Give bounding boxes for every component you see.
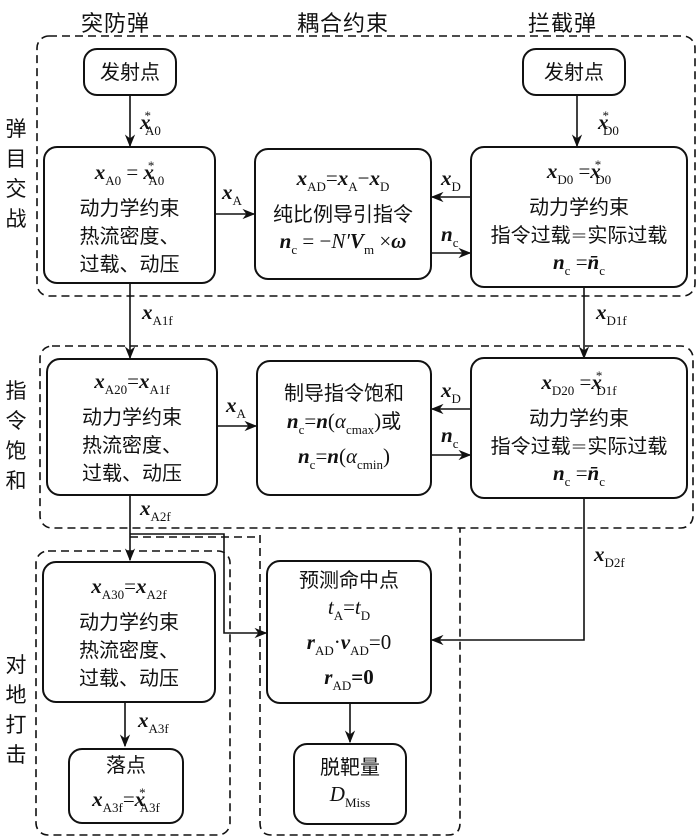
- group-saturation: [39, 345, 694, 529]
- edge-label-xA-1: xA: [222, 180, 242, 208]
- relative-state-eq: xAD=xA−xD: [296, 166, 390, 194]
- stage-char: 交: [5, 177, 27, 201]
- saturation-title: 制导指令饱和: [284, 380, 404, 405]
- stage-char: 令: [5, 409, 27, 433]
- column-title-interceptor: 拦截弹: [528, 12, 598, 37]
- node-attacker-stage2: xA20=xA1f 动力学约束 热流密度、 过载、动压: [46, 358, 218, 496]
- stage-char: 弹: [5, 117, 27, 141]
- pn-command-eq: nc = −N′Vm ×ω: [279, 229, 407, 257]
- node-title: 发射点: [544, 60, 604, 84]
- edge-label-nc-1: nc: [441, 222, 459, 250]
- edge-label-xD1f: xD1f: [596, 300, 627, 328]
- stage-char: 对: [5, 653, 27, 677]
- edge-label-xD0-star: x*D0: [598, 108, 619, 138]
- stage-char: 目: [5, 147, 27, 171]
- saturation-min-eq: nc=n(αcmin): [297, 443, 391, 472]
- node-coupling-command-saturation: 制导指令饱和 nc=n(αcmax)或 nc=n(αcmin): [256, 360, 432, 496]
- edge-d2-to-predicted-hit: [430, 498, 585, 646]
- stage-char: 战: [5, 207, 27, 231]
- stage-char: 饱: [5, 439, 27, 463]
- edge-label-xD-1: xD: [441, 166, 461, 194]
- node-title: 预测命中点: [299, 567, 399, 592]
- time-match-eq: tA=tD: [327, 594, 371, 623]
- miss-distance-symbol: DMiss: [329, 781, 371, 810]
- edge-label-xA2f: xA2f: [140, 496, 171, 524]
- node-attacker-launch-point: 发射点: [83, 48, 177, 96]
- terminal-condition-eq: xA3f=x*A3f: [92, 785, 160, 815]
- node-coupling-pn-guidance: xAD=xA−xD 纯比例导引指令 nc = −N′Vm ×ω: [254, 148, 432, 280]
- edge-label-xA-2: xA: [226, 393, 246, 421]
- initial-condition-eq: xA20=xA1f: [94, 368, 170, 397]
- node-title: 发射点: [100, 60, 160, 84]
- overload-eq: nc =n̄c: [552, 249, 606, 278]
- node-predicted-hit-point: 预测命中点 tA=tD rAD·vAD=0 rAD=0: [266, 560, 432, 704]
- stage-label-saturation: 指 令 饱 和: [4, 376, 28, 496]
- edge-label-xD-2: xD: [441, 378, 461, 406]
- zero-distance-eq: rAD=0: [324, 664, 374, 693]
- constraint-text: 动力学约束: [79, 609, 179, 634]
- saturation-max-eq: nc=n(αcmax)或: [286, 408, 402, 437]
- overload-eq: nc =n̄c: [552, 460, 606, 489]
- node-title: 脱靶量: [320, 754, 380, 779]
- constraint-text: 过载、动压: [82, 460, 182, 485]
- constraint-text: 动力学约束: [79, 196, 180, 220]
- edge-label-xA1f: xA1f: [142, 300, 173, 328]
- stage-char: 和: [5, 469, 27, 493]
- constraint-text: 动力学约束: [82, 404, 182, 429]
- stage-label-engagement: 弹 目 交 战: [4, 114, 28, 234]
- initial-condition-eq: xA0 = x*A0: [94, 158, 165, 188]
- node-interceptor-launch-point: 发射点: [522, 48, 626, 96]
- constraint-text: 热流密度、: [79, 637, 179, 662]
- stage-char: 地: [5, 683, 27, 707]
- node-impact-point: 落点 xA3f=x*A3f: [68, 748, 184, 824]
- edge-label-xD2f: xD2f: [594, 542, 625, 570]
- constraint-text: 动力学约束: [529, 405, 629, 430]
- guidance-law-text: 纯比例导引指令: [273, 202, 413, 226]
- column-title-coupling: 耦合约束: [297, 12, 390, 37]
- node-attacker-stage3: xA30=xA2f 动力学约束 热流密度、 过载、动压: [42, 561, 216, 703]
- initial-condition-eq: xD0 =x*D0: [546, 156, 612, 187]
- node-attacker-stage1: xA0 = x*A0 动力学约束 热流密度、 过载、动压: [43, 146, 216, 284]
- initial-condition-eq: xD20 =x*D1f: [541, 367, 617, 398]
- constraint-text: 指令过载=实际过载: [490, 222, 668, 247]
- constraint-text: 热流密度、: [79, 224, 180, 248]
- constraint-text: 过载、动压: [79, 252, 180, 276]
- stage-char: 击: [5, 743, 27, 767]
- constraint-text: 过载、动压: [79, 665, 179, 690]
- edge-label-xA3f: xA3f: [138, 708, 169, 736]
- column-title-attacker: 突防弹: [81, 12, 151, 37]
- node-title: 落点: [106, 753, 146, 777]
- edge-a2-to-predicted-hit: [130, 533, 268, 639]
- node-interceptor-stage2: xD20 =x*D1f 动力学约束 指令过载=实际过载 nc =n̄c: [470, 357, 688, 499]
- constraint-text: 指令过载=实际过载: [490, 433, 668, 458]
- node-miss-distance: 脱靶量 DMiss: [293, 743, 407, 825]
- group-engagement: [36, 35, 696, 297]
- stage-char: 打: [5, 713, 27, 737]
- group-strike-coupling: [259, 528, 461, 836]
- edge-label-nc-2: nc: [441, 423, 459, 451]
- edge-label-xA0-star: x*A0: [140, 108, 161, 138]
- orthogonality-eq: rAD·vAD=0: [306, 629, 392, 658]
- stage-label-strike: 对 地 打 击: [4, 650, 28, 770]
- constraint-text: 热流密度、: [82, 432, 182, 457]
- constraint-text: 动力学约束: [529, 194, 629, 219]
- stage-char: 指: [5, 379, 27, 403]
- initial-condition-eq: xA30=xA2f: [91, 573, 167, 602]
- node-interceptor-stage1: xD0 =x*D0 动力学约束 指令过载=实际过载 nc =n̄c: [470, 146, 688, 288]
